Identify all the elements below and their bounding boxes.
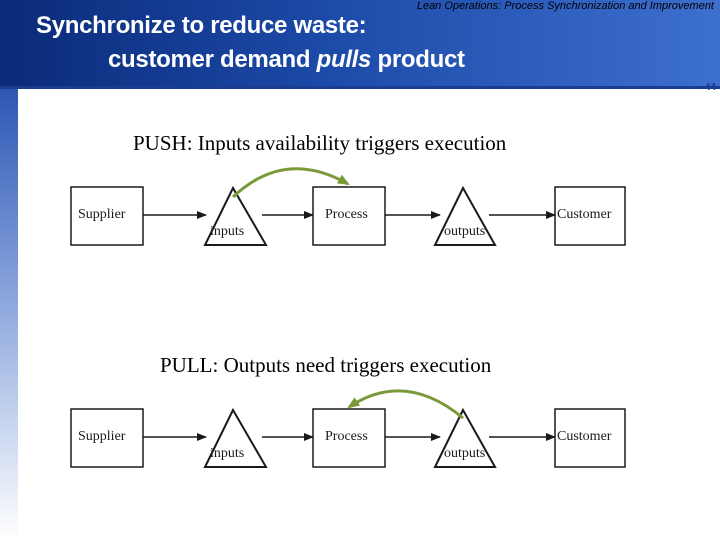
pull-customer-label: Customer (557, 429, 612, 444)
push-inputs-label: inputs (210, 224, 245, 239)
push-process-box (312, 186, 386, 246)
header-rule (0, 86, 720, 89)
push-trigger-arrow (231, 167, 350, 199)
push-caption: PUSH: Inputs availability triggers execu… (133, 131, 507, 155)
push-outputs-label: outputs (444, 224, 486, 239)
pull-customer-box (554, 408, 626, 468)
header-band (0, 0, 720, 86)
pull-supplier-box (70, 408, 144, 468)
left-gradient-bar (0, 89, 18, 540)
title-line-2-emphasis: pulls (316, 46, 372, 73)
push-process-label: Process (325, 207, 368, 222)
push-outputs-triangle (433, 185, 497, 246)
pull-diagram (70, 389, 626, 468)
pull-inputs-triangle (203, 407, 268, 468)
pull-trigger-arrow (347, 389, 464, 420)
slide-title-line-1: Synchronize to reduce waste: (36, 12, 367, 39)
push-inputs-triangle (203, 185, 268, 246)
page-number: 44 (704, 82, 716, 93)
pull-process-label: Process (325, 429, 368, 444)
pull-caption: PULL: Outputs need triggers execution (160, 353, 492, 377)
push-diagram (70, 167, 626, 246)
push-customer-label: Customer (557, 207, 612, 222)
push-supplier-box (70, 186, 144, 246)
push-supplier-label: Supplier (78, 207, 126, 222)
push-customer-box (554, 186, 626, 246)
title-line-2-pre: customer demand (108, 46, 317, 73)
pull-inputs-label: inputs (210, 446, 245, 461)
pull-outputs-triangle (433, 407, 497, 468)
course-title: Lean Operations: Process Synchronization… (416, 0, 714, 12)
pull-outputs-label: outputs (444, 446, 486, 461)
title-line-2-post: product (371, 46, 465, 73)
pull-supplier-label: Supplier (78, 429, 126, 444)
slide-title-line-2: customer demand pulls product (108, 46, 465, 74)
pull-process-box (312, 408, 386, 468)
